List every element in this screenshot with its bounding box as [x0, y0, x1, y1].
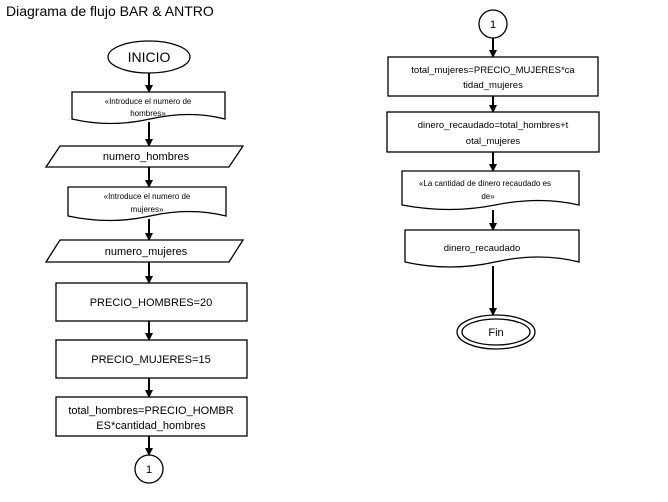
prompt-hombres-document: «Introduce el numero de hombres» — [71, 91, 226, 125]
off-page-connector-in: 1 — [478, 9, 508, 39]
output-val-document: dinero_recaudado — [404, 229, 580, 268]
total-mujeres-process: total_mujeres=PRECIO_MUJERES*ca tidad_mu… — [387, 56, 599, 97]
input-mujeres-label: numero_mujeres — [105, 246, 188, 258]
dinero-calc-line1: dinero_recaudado=total_hombres+t — [418, 120, 569, 131]
end-terminal: Fin — [456, 314, 536, 350]
start-terminal: INICIO — [107, 40, 191, 74]
input-hombres-label: numero_hombres — [103, 151, 190, 163]
output-msg-document: «La cantidad de dinero recaudado es de» — [401, 170, 580, 211]
total-hombres-process: total_hombres=PRECIO_HOMBR ES*cantidad_h… — [55, 396, 248, 437]
output-msg-line2: de» — [481, 192, 495, 201]
total-hombres-line2: ES*cantidad_hombres — [96, 420, 206, 432]
output-val-label: dinero_recaudado — [444, 243, 521, 254]
output-msg-line1: «La cantidad de dinero recaudado es — [419, 179, 551, 188]
end-label: Fin — [488, 327, 503, 339]
total-hombres-line1: total_hombres=PRECIO_HOMBR — [68, 405, 233, 417]
page-title: Diagrama de flujo BAR & ANTRO — [6, 3, 214, 19]
total-mujeres-line2: tidad_mujeres — [463, 80, 523, 91]
off-page-connector-out: 1 — [134, 454, 164, 484]
connector-out-label: 1 — [146, 464, 152, 476]
prompt-mujeres-line1: «Introduce el numero de — [104, 192, 191, 201]
dinero-calc-process: dinero_recaudado=total_hombres+t otal_mu… — [386, 111, 600, 153]
precio-mujeres-process: PRECIO_MUJERES=15 — [55, 339, 248, 379]
precio-hombres-label: PRECIO_HOMBRES=20 — [90, 297, 213, 309]
precio-hombres-process: PRECIO_HOMBRES=20 — [55, 282, 248, 322]
prompt-hombres-line2: hombres» — [130, 109, 166, 118]
start-label: INICIO — [128, 49, 171, 65]
input-mujeres-parallelogram: numero_mujeres — [44, 239, 245, 263]
precio-mujeres-label: PRECIO_MUJERES=15 — [91, 354, 211, 366]
connector-in-label: 1 — [490, 19, 496, 31]
prompt-hombres-line1: «Introduce el numero de — [105, 97, 192, 106]
prompt-mujeres-document: «Introduce el numero de mujeres» — [67, 186, 227, 222]
input-hombres-parallelogram: numero_hombres — [44, 145, 245, 168]
prompt-mujeres-line2: mujeres» — [131, 205, 164, 214]
total-mujeres-line1: total_mujeres=PRECIO_MUJERES*ca — [411, 65, 575, 76]
dinero-calc-line2: otal_mujeres — [466, 136, 521, 147]
